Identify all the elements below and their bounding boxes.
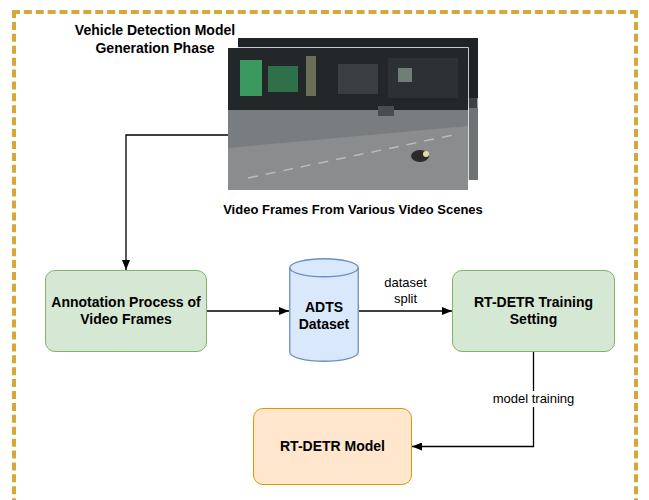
phase-region: Vehicle Detection Model Generation Phase… xyxy=(12,10,638,500)
box-text: RT-DETR Model xyxy=(280,438,385,455)
arrow-connector xyxy=(207,310,289,311)
edge-label: dataset split xyxy=(375,275,437,308)
box-text: ADTS Dataset xyxy=(292,299,356,333)
model-box: RT-DETR Model xyxy=(253,408,412,485)
cylinder-body xyxy=(290,259,359,362)
video-frames-illustration xyxy=(228,38,480,192)
video-frames-figure: Video Frames From Various Video Scenes xyxy=(228,38,478,228)
box-text: RT-DETR Training Setting xyxy=(458,294,609,328)
front-frame xyxy=(228,48,468,190)
edge-label: model training xyxy=(491,391,577,407)
process-box: Annotation Process of Video Frames xyxy=(45,270,207,352)
arrow-connector xyxy=(126,135,228,270)
process-box: RT-DETR Training Setting xyxy=(452,270,615,352)
dataset-cylinder: ADTS Dataset xyxy=(289,258,359,362)
phase-title: Vehicle Detection Model Generation Phase xyxy=(55,22,255,57)
cylinder-rim xyxy=(290,268,359,277)
arrow-connector xyxy=(359,310,452,311)
box-text: Annotation Process of Video Frames xyxy=(51,294,201,328)
figure-caption: Video Frames From Various Video Scenes xyxy=(223,202,483,217)
